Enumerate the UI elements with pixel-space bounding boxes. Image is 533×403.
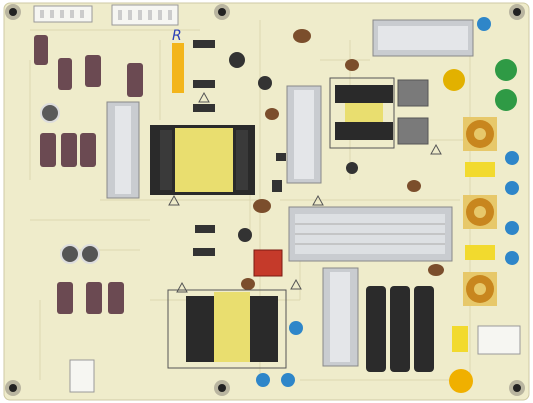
toroid bbox=[463, 117, 497, 151]
caps-top-left bbox=[34, 35, 143, 123]
hand-mark: R bbox=[172, 28, 182, 44]
bulk-capacitor bbox=[366, 286, 386, 372]
x-capacitors bbox=[452, 162, 495, 352]
mounting-hole bbox=[509, 380, 525, 396]
caps-mid-left bbox=[40, 133, 96, 167]
bulk-capacitor bbox=[414, 286, 434, 372]
electrolytic-capacitor bbox=[108, 282, 124, 314]
yellow-disc-capacitor bbox=[443, 69, 465, 91]
caps-bottom-left bbox=[57, 244, 124, 314]
toroid bbox=[463, 195, 497, 229]
electrolytic-capacitor bbox=[61, 133, 77, 167]
mounting-hole bbox=[509, 4, 525, 20]
connector-bottom-left bbox=[69, 359, 95, 393]
electrolytic-capacitor bbox=[85, 55, 101, 87]
electrolytic-capacitor bbox=[80, 133, 96, 167]
electrolytic-capacitor bbox=[57, 282, 73, 314]
green-varistor bbox=[495, 59, 517, 81]
film-capacitors bbox=[241, 29, 444, 290]
electrolytic-capacitor bbox=[60, 244, 80, 264]
yellow-disc-capacitor bbox=[449, 369, 473, 393]
connector-right bbox=[477, 325, 521, 355]
small-components bbox=[193, 40, 358, 256]
heatsink-top-right bbox=[372, 19, 474, 57]
red-fuse-holder bbox=[253, 249, 283, 277]
main-transformer bbox=[150, 125, 255, 195]
electrolytic-capacitor bbox=[40, 103, 60, 123]
warning-marks bbox=[168, 91, 442, 293]
toroid-inductors bbox=[463, 117, 497, 306]
relays bbox=[397, 79, 429, 145]
heatsink-lower bbox=[322, 267, 359, 367]
toroid bbox=[463, 272, 497, 306]
top-connectors bbox=[33, 4, 179, 26]
heatsink-main bbox=[288, 206, 453, 262]
electrolytic-capacitor bbox=[86, 282, 102, 314]
electrolytic-capacitor bbox=[40, 133, 56, 167]
electrolytic-capacitor bbox=[34, 35, 48, 65]
standby-transformer bbox=[167, 289, 287, 369]
mounting-hole bbox=[5, 380, 21, 396]
mounting-hole bbox=[214, 4, 230, 20]
mounting-holes bbox=[5, 4, 525, 396]
mounting-hole bbox=[5, 4, 21, 20]
transformer-secondary bbox=[329, 77, 395, 149]
electrolytic-capacitor bbox=[127, 63, 143, 97]
orange-label bbox=[172, 43, 184, 93]
varistors bbox=[443, 59, 517, 393]
bulk-capacitors bbox=[366, 286, 434, 372]
blue-diodes bbox=[256, 17, 519, 387]
green-varistor bbox=[495, 89, 517, 111]
electrolytic-capacitor bbox=[58, 58, 72, 90]
bulk-capacitor bbox=[390, 286, 410, 372]
mounting-hole bbox=[214, 380, 230, 396]
electrolytic-capacitor bbox=[80, 244, 100, 264]
heatsink-left bbox=[106, 101, 140, 199]
heatsink-center bbox=[286, 85, 322, 184]
